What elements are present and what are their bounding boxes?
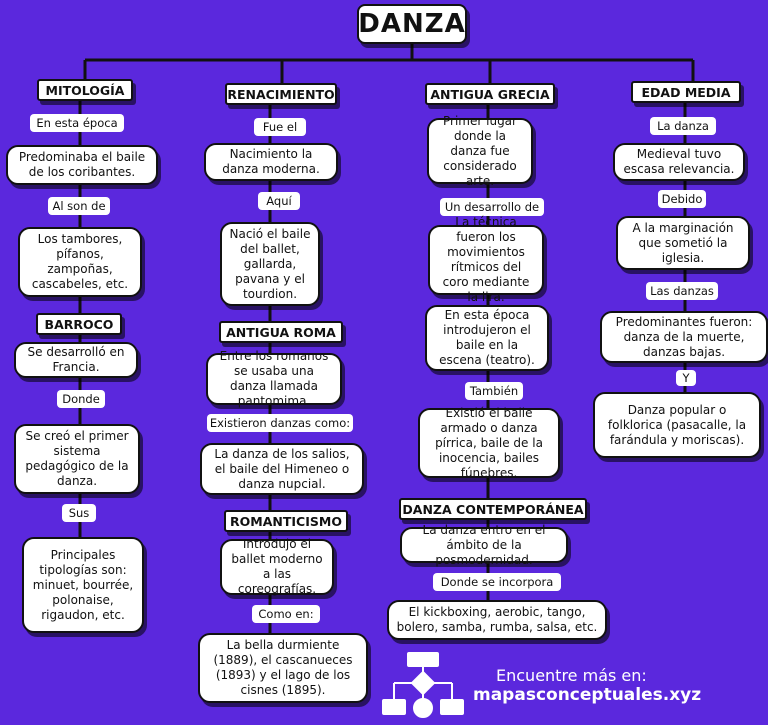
link-label: Donde	[57, 390, 105, 408]
header-barroco: BARROCO	[36, 313, 122, 335]
concept-box: Principales tipologías son: minuet, bour…	[22, 537, 144, 633]
link-label: Las danzas	[646, 282, 718, 300]
concept-box: Existió el baile armado o danza pírrica,…	[418, 406, 560, 480]
link-label: Fue el	[254, 118, 306, 136]
header-romanticismo: ROMANTICISMO	[224, 510, 348, 532]
link-label: Un desarrollo de	[440, 198, 544, 216]
concept-box: Se creó el primer sistema pedagógico de …	[14, 424, 140, 494]
header-edad-media: EDAD MEDIA	[631, 81, 741, 103]
link-label: Como en:	[252, 605, 320, 623]
concept-box: El kickboxing, aerobic, tango, bolero, s…	[387, 600, 607, 640]
concept-box: Introdujo el ballet moderno a las coreog…	[220, 537, 334, 596]
link-label: Sus	[62, 504, 96, 522]
concept-box: Medieval tuvo escasa relevancia.	[613, 143, 745, 181]
link-label: También	[465, 382, 523, 400]
concept-box: Nació el baile del ballet, gallarda, pav…	[220, 222, 320, 306]
link-label: Aquí	[258, 192, 300, 210]
header-antigua-grecia: ANTIGUA GRECIA	[425, 83, 555, 105]
header-danza-contemporanea: DANZA CONTEMPORÁNEA	[399, 498, 587, 520]
concept-box: Entre los romanos se usaba una danza lla…	[206, 349, 342, 408]
concept-box: Danza popular o folklorica (pasacalle, l…	[593, 392, 761, 458]
footer-text: Encuentre más en:	[496, 666, 647, 685]
concept-box: A la marginación que sometió la iglesia.	[616, 216, 750, 270]
link-label: La danza	[650, 117, 716, 135]
concept-box: La bella durmiente (1889), el cascanuece…	[198, 633, 368, 703]
header-antigua-roma: ANTIGUA ROMA	[219, 321, 343, 343]
concept-box: Se desarrolló en Francia.	[14, 342, 138, 378]
concept-box: En esta época introdujeron el baile en l…	[425, 305, 549, 371]
page-title: DANZA	[357, 4, 467, 44]
concept-box: La técnica fueron los movimientos rítmic…	[428, 215, 544, 304]
concept-box: Predominantes fueron: danza de la muerte…	[600, 311, 768, 363]
header-mitologia: MITOLOGÍA	[37, 79, 133, 101]
concept-map-logo-icon	[382, 652, 464, 718]
concept-box: Primer lugar donde la danza fue consider…	[427, 114, 533, 188]
concept-box: Predominaba el baile de los coribantes.	[6, 145, 158, 185]
footer-link[interactable]: mapasconceptuales.xyz	[473, 685, 702, 705]
link-label: Y	[676, 370, 696, 386]
concept-box: Nacimiento la danza moderna.	[204, 143, 338, 181]
concept-box: Los tambores, pífanos, zampoñas, cascabe…	[18, 227, 142, 297]
link-label: Existieron danzas como:	[207, 414, 353, 432]
link-label: Al son de	[48, 197, 110, 215]
concept-box: La danza de los salios, el baile del Him…	[200, 443, 364, 495]
concept-box: La danza entro en el ámbito de la posmod…	[400, 523, 568, 567]
link-label: Debido	[658, 190, 706, 208]
header-renacimiento: RENACIMIENTO	[225, 83, 337, 105]
link-label: En esta época	[30, 114, 124, 132]
link-label: Donde se incorpora	[433, 573, 561, 591]
